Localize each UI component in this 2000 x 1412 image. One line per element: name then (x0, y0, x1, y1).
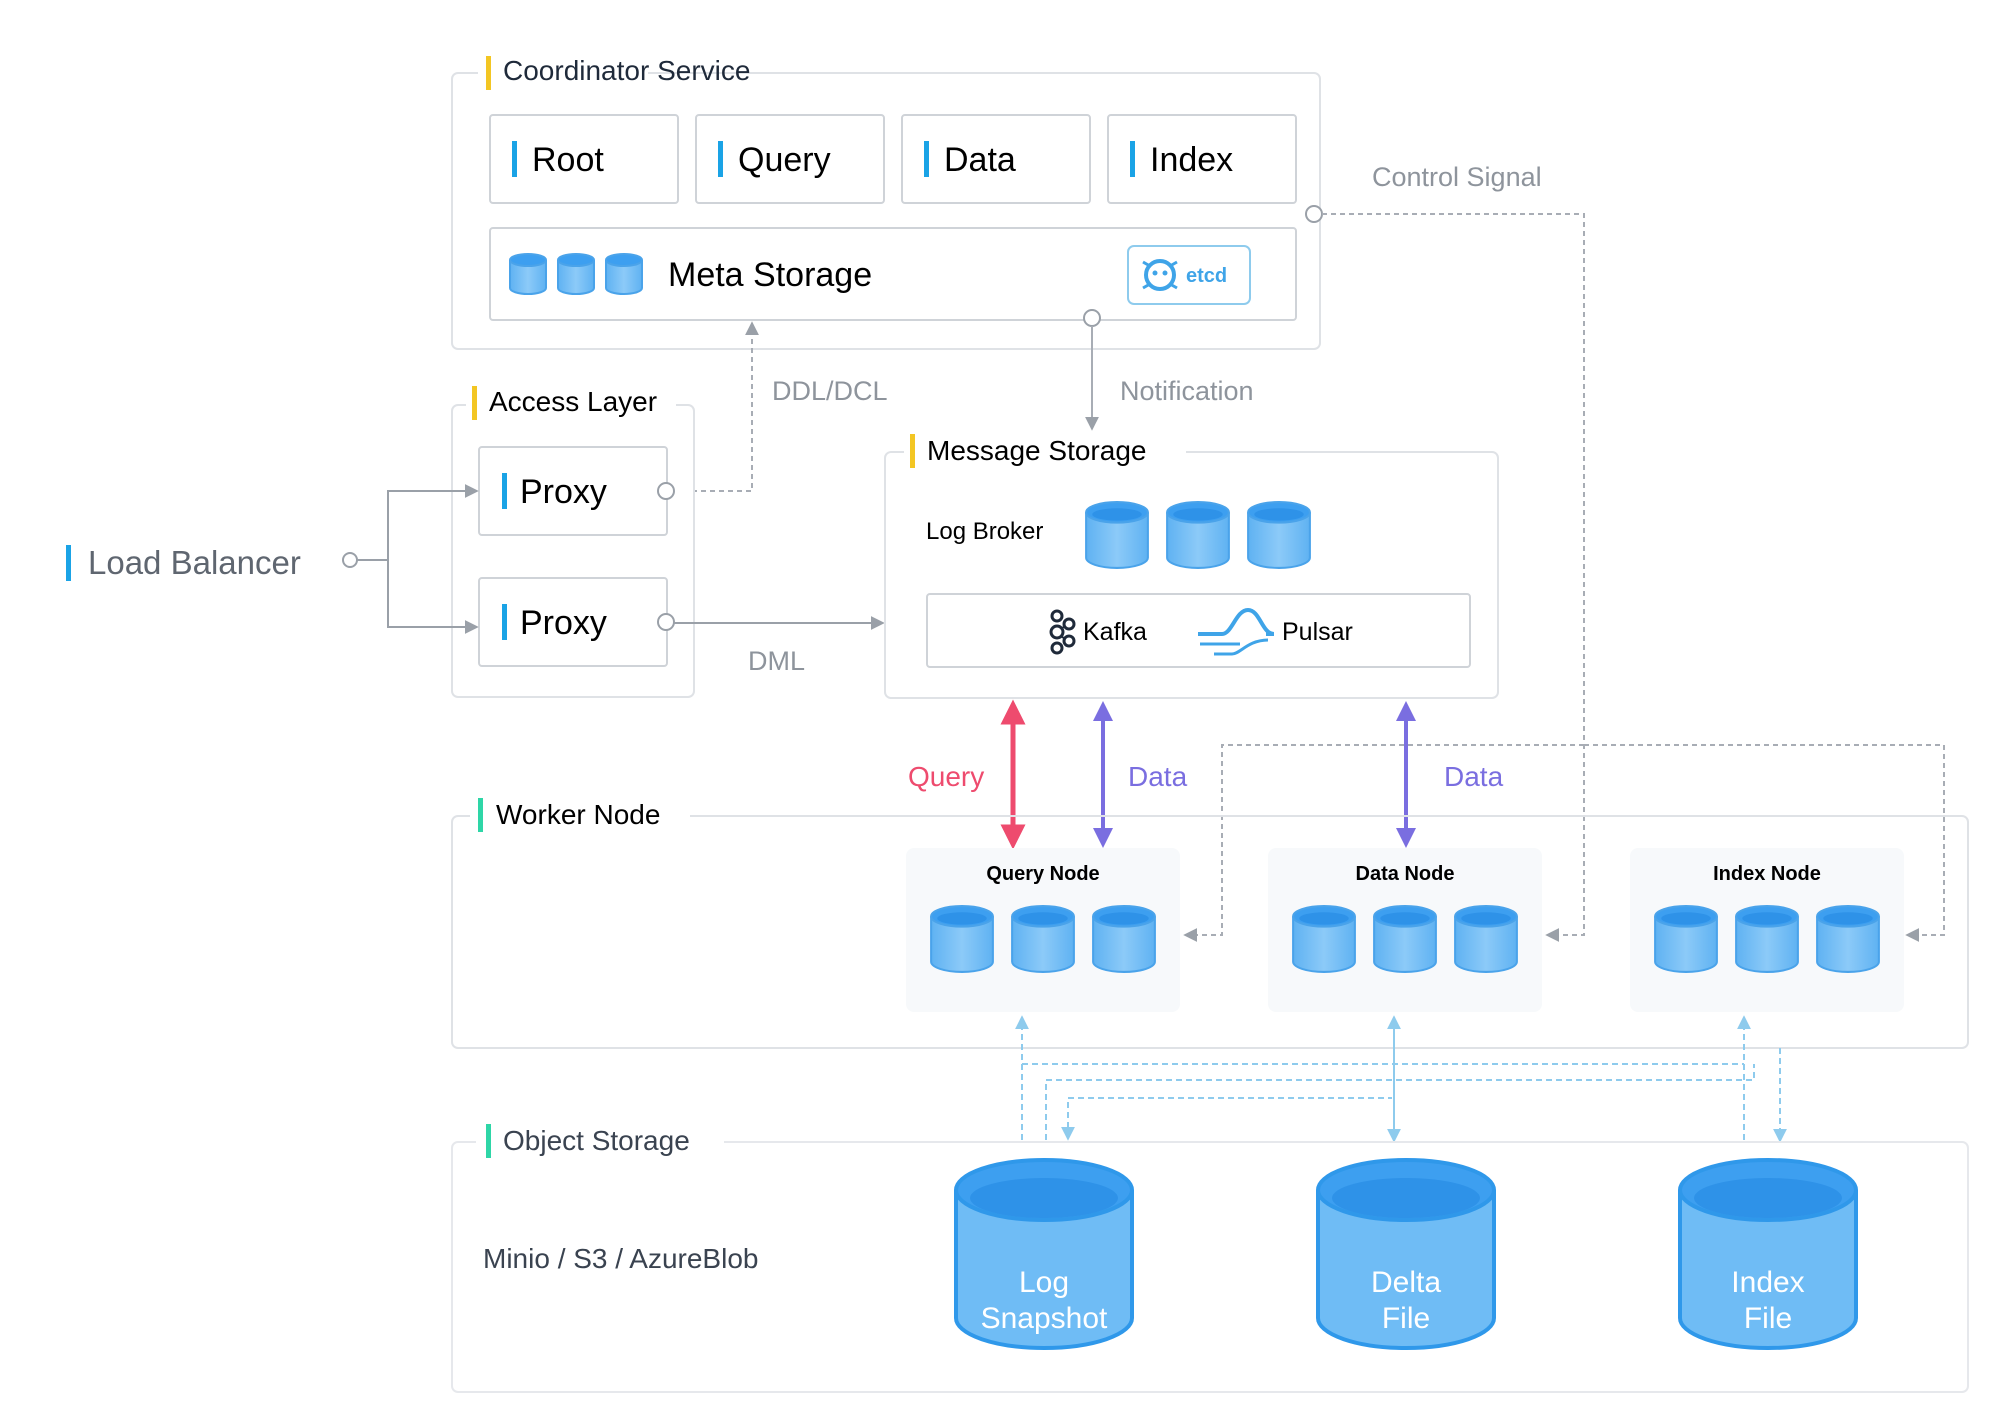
kafka-icon (1049, 609, 1076, 655)
load-balancer: Load Balancer (66, 544, 358, 581)
database-icon (1373, 905, 1437, 973)
database-icon (557, 253, 595, 295)
database-icon (1816, 905, 1880, 973)
lb-to-proxy-bottom (387, 560, 479, 634)
data-flow-label-right: Data (1444, 761, 1504, 792)
etcd-label: etcd (1186, 265, 1227, 287)
access-layer-title: Access Layer (489, 386, 657, 417)
node-label: Query Node (986, 863, 1099, 885)
database-icon (1011, 905, 1075, 973)
proxy-top: Proxy (478, 446, 675, 536)
role-label: Query (738, 141, 831, 179)
notification-label: Notification (1120, 376, 1254, 406)
database-icon (1654, 905, 1718, 973)
control-signal-port (1305, 205, 1323, 223)
message-storage: Message Storage Log Broker Kafka Pulsar (884, 434, 1499, 699)
database-icon (930, 905, 994, 973)
coordinator-service: Coordinator Service Root Query Data Inde… (451, 55, 1321, 350)
store-label-line1: Log (1019, 1266, 1069, 1299)
database-icon (1735, 905, 1799, 973)
lb-to-proxy-top (357, 484, 479, 561)
ddl-dcl-label: DDL/DCL (772, 376, 888, 406)
notification-port (1083, 309, 1101, 327)
meta-storage-label: Meta Storage (668, 256, 872, 294)
control-signal-line-datanode (1322, 213, 1585, 942)
data-flow-label-left: Data (1128, 761, 1188, 792)
object-storage: Object Storage Minio / S3 / AzureBlob Lo… (451, 1124, 1969, 1393)
log-snapshot-store: Log Snapshot (954, 1158, 1134, 1350)
database-icon (605, 253, 643, 295)
index-file-store: Index File (1678, 1158, 1858, 1350)
store-label-line2: File (1744, 1302, 1792, 1335)
store-label-line1: Index (1731, 1266, 1804, 1299)
kafka-label: Kafka (1083, 618, 1147, 646)
role-label: Index (1150, 141, 1233, 179)
coordinator-role-index: Index (1107, 114, 1297, 204)
proxy-bottom: Proxy (478, 577, 675, 667)
meta-storage: Meta Storage etcd (489, 227, 1297, 321)
message-storage-title: Message Storage (927, 435, 1146, 466)
storage-connectors (1015, 1015, 1787, 1143)
object-storage-title: Object Storage (503, 1125, 690, 1156)
worker-node-title: Worker Node (496, 799, 660, 830)
storage-backends: Minio / S3 / AzureBlob (483, 1243, 758, 1274)
section-accent-bar (486, 56, 491, 90)
store-label-line2: File (1382, 1302, 1430, 1335)
pulsar-label: Pulsar (1282, 618, 1353, 646)
etcd-badge: etcd (1127, 245, 1251, 305)
database-icon (509, 253, 547, 295)
log-broker-label: Log Broker (926, 518, 1043, 545)
dml-label: DML (748, 646, 805, 676)
coordinator-role-root: Root (489, 114, 679, 204)
control-signal-label: Control Signal (1372, 162, 1542, 192)
query-flow-label: Query (908, 761, 984, 792)
access-layer: Access Layer Proxy Proxy (451, 386, 695, 698)
proxy-label: Proxy (520, 473, 607, 511)
node-label: Data Node (1356, 863, 1455, 885)
pulsar-icon (1198, 607, 1275, 656)
worker-node: Worker Node Query Node Data Node Index N… (451, 798, 1969, 1049)
coordinator-role-query: Query (695, 114, 885, 204)
etcd-icon (1142, 259, 1178, 291)
ddl-dcl-line (674, 321, 759, 492)
database-icon (1247, 501, 1311, 569)
query-node: Query Node (906, 848, 1180, 1012)
role-label: Root (532, 141, 604, 179)
node-label: Index Node (1713, 863, 1821, 885)
store-label-line2: Snapshot (981, 1302, 1108, 1335)
database-icon (1085, 501, 1149, 569)
index-node: Index Node (1630, 848, 1904, 1012)
load-balancer-label: Load Balancer (88, 544, 301, 581)
database-icon (1454, 905, 1518, 973)
database-icon (1092, 905, 1156, 973)
delta-file-store: Delta File (1316, 1158, 1496, 1350)
coordinator-title: Coordinator Service (503, 55, 750, 86)
role-label: Data (944, 141, 1016, 179)
database-icon (1292, 905, 1356, 973)
store-label-line1: Delta (1371, 1266, 1441, 1299)
data-node: Data Node (1268, 848, 1542, 1012)
control-signal-line-indexnode (1584, 744, 1945, 942)
coordinator-role-data: Data (901, 114, 1091, 204)
database-icon (1166, 501, 1230, 569)
proxy-label: Proxy (520, 604, 607, 642)
